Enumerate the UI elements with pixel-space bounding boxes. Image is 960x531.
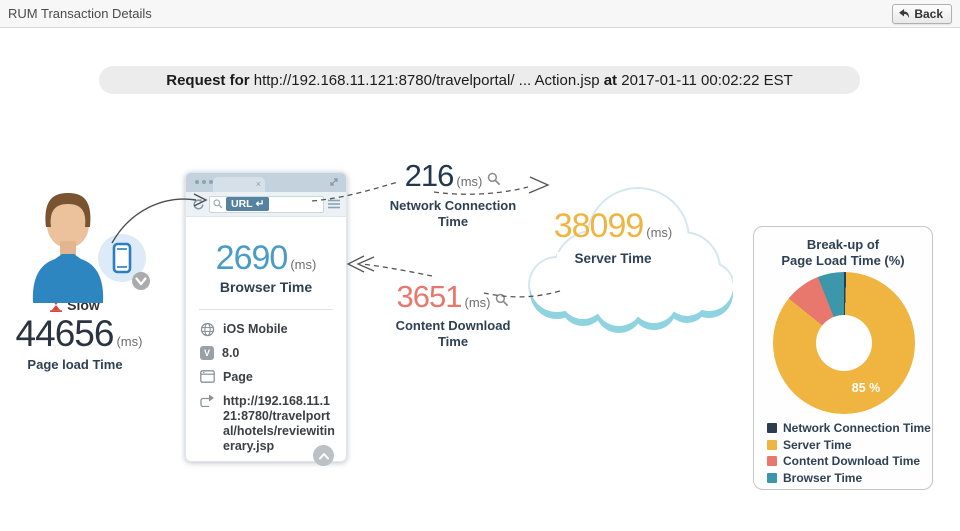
server-time-label: Server Time — [574, 251, 652, 266]
network-time-unit: (ms) — [456, 174, 483, 189]
tab-close-icon[interactable]: × — [255, 179, 261, 189]
zoom-download-icon[interactable] — [495, 293, 509, 307]
browser-window: × URL↵ — [185, 172, 347, 466]
breakup-title-line2: Page Load Time (%) — [781, 253, 905, 268]
back-button-label: Back — [914, 6, 943, 21]
collapse-up-button[interactable] — [313, 445, 334, 466]
server-time-ms: 38099 — [553, 207, 645, 245]
server-time-unit: (ms) — [646, 225, 673, 240]
browser-time-value: 2690 (ms) — [186, 239, 346, 278]
chevron-down-icon[interactable] — [132, 272, 150, 290]
version-value: 8.0 — [222, 346, 240, 360]
legend-swatch — [767, 439, 777, 450]
page-load-unit: (ms) — [116, 334, 143, 349]
page-type-value: Page — [223, 370, 253, 384]
network-time-ms: 216 — [404, 158, 455, 193]
request-timestamp: 2017-01-11 00:02:22 EST — [621, 71, 793, 89]
detail-row-page-type: Page — [200, 370, 346, 385]
arrowhead — [346, 255, 365, 273]
page-icon — [200, 370, 215, 383]
detail-row-version: V 8.0 — [200, 346, 346, 361]
legend-swatch — [767, 472, 777, 483]
breakup-title-line1: Break-up of — [806, 237, 880, 252]
expand-icon — [330, 178, 338, 186]
page-title: RUM Transaction Details — [8, 6, 152, 21]
device-badge — [98, 234, 146, 282]
browser-time-ms: 2690 — [215, 239, 289, 277]
detail-row-page-url: http://192.168.11.121:8780/travelportal/… — [200, 394, 346, 454]
url-badge-label: URL — [231, 198, 253, 210]
url-badge: URL↵ — [226, 197, 270, 211]
legend-swatch — [767, 456, 777, 467]
browser-time-label: Browser Time — [219, 279, 313, 295]
url-input[interactable]: URL↵ — [209, 195, 324, 213]
legend-item: Browser Time — [767, 470, 931, 487]
download-label-line1: Content Download — [395, 318, 511, 333]
download-time-ms: 3651 — [396, 279, 463, 314]
download-time-unit: (ms) — [464, 295, 491, 310]
top-bar: RUM Transaction Details Back — [0, 0, 960, 28]
enter-key-icon: ↵ — [255, 198, 265, 210]
download-time-value: 3651 (ms) — [373, 279, 533, 315]
breakup-title: Break-up of Page Load Time (%) — [754, 237, 932, 269]
back-button[interactable]: Back — [892, 3, 952, 24]
search-icon — [213, 199, 223, 209]
page-load-time-value: 44656 (ms) — [0, 313, 158, 355]
legend-label: Content Download Time — [783, 454, 921, 469]
chart-legend: Network Connection Time Server Time Cont… — [767, 420, 931, 486]
browser-time-unit: (ms) — [290, 257, 317, 272]
browser-tab[interactable]: × — [213, 177, 265, 192]
legend-swatch — [767, 423, 777, 434]
network-time-value: 216 (ms) — [373, 158, 533, 194]
page-load-time-label: Page load Time — [27, 357, 123, 372]
donut-hole — [816, 315, 872, 371]
menu-icon[interactable] — [328, 199, 340, 209]
donut-percent-label: 85 % — [851, 381, 881, 395]
browser-url-bar: URL↵ — [186, 192, 346, 217]
legend-label: Network Connection Time — [783, 421, 931, 436]
legend-item: Server Time — [767, 437, 931, 454]
legend-item: Content Download Time — [767, 453, 931, 470]
donut-chart: 85 % — [773, 272, 915, 414]
zoom-network-icon[interactable] — [487, 172, 501, 186]
chevron-up-icon — [318, 452, 329, 459]
legend-label: Browser Time — [783, 470, 863, 485]
globe-icon — [200, 322, 215, 337]
share-icon — [200, 394, 214, 407]
window-dots-icon — [195, 180, 213, 184]
breakup-panel: Break-up of Page Load Time (%) 85 % Netw… — [753, 226, 933, 490]
browser-detail-list: iOS Mobile V 8.0 Page http://192.16 — [186, 322, 346, 454]
network-time-label: Network Connection Time — [373, 198, 533, 230]
request-prefix: Request for — [166, 71, 250, 89]
request-banner: Request for http://192.168.11.121:8780/t… — [99, 66, 860, 94]
browser-type-value: iOS Mobile — [223, 322, 288, 336]
page-load-ms: 44656 — [15, 313, 115, 354]
server-cloud — [528, 187, 733, 333]
network-label-line1: Network Connection — [389, 198, 517, 213]
divider — [199, 309, 333, 310]
user-avatar — [32, 193, 150, 303]
legend-label: Server Time — [783, 437, 852, 452]
version-icon: V — [200, 346, 214, 360]
network-label-line2: Time — [437, 214, 469, 229]
download-label-line2: Time — [437, 334, 469, 349]
back-arrow-icon — [899, 8, 910, 18]
legend-item: Network Connection Time — [767, 420, 931, 437]
server-time-value: 38099 (ms) — [528, 207, 698, 246]
detail-row-browser-type: iOS Mobile — [200, 322, 346, 337]
request-url: http://192.168.11.121:8780/travelportal/… — [253, 71, 600, 89]
browser-titlebar: × — [186, 173, 346, 192]
download-time-label: Content Download Time — [373, 318, 533, 350]
request-connector: at — [603, 71, 618, 89]
refresh-icon[interactable] — [192, 198, 205, 211]
arrowhead — [356, 256, 375, 272]
page-url-value: http://192.168.11.121:8780/travelportal/… — [223, 394, 335, 453]
